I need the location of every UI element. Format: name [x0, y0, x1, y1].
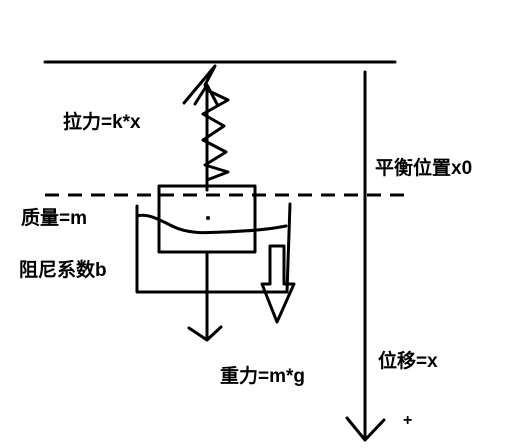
- spring: [182, 64, 230, 192]
- damping-label: 阻尼系数b: [19, 258, 107, 281]
- displacement-label: 位移=x: [378, 349, 438, 372]
- gravity-arrow-head: [187, 325, 223, 342]
- gravity-label: 重力=m*g: [220, 364, 305, 387]
- damper-container: [135, 202, 292, 294]
- positive-direction-label: +: [403, 412, 412, 429]
- damping-direction-arrow: [260, 244, 296, 324]
- displacement-arrow-head: [345, 416, 386, 442]
- equilibrium-label: 平衡位置x0: [375, 156, 472, 179]
- mass-center-dot: [206, 216, 210, 220]
- tension-arrow-head: [193, 83, 219, 106]
- mass-label: 质量=m: [21, 207, 87, 229]
- tension-label: 拉力=k*x: [63, 110, 141, 133]
- damper-fluid-surface: [135, 213, 288, 235]
